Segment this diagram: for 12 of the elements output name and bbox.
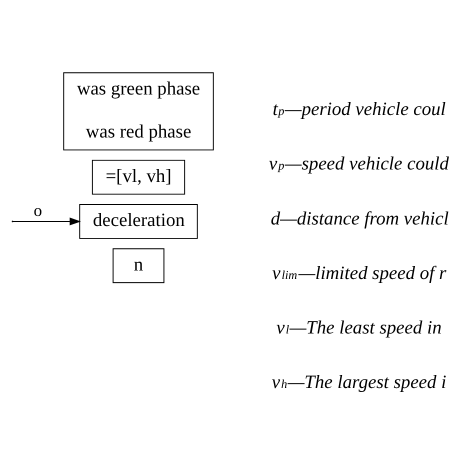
node-box: =[vl, vh] [92,160,186,195]
label: d—distance from vehicl [270,208,449,230]
label: tp—period vehicle coul [272,99,446,120]
label: vlim—limited speed of r [272,262,446,284]
label: vh—The largest speed i [272,372,446,394]
node-box: deceleration [79,204,198,239]
label: vp—speed vehicle could [268,154,449,175]
arrow [12,218,81,226]
label: vl—The least speed in [276,317,442,338]
node-box: was green phase was red phase [63,72,214,150]
node-box: n [112,248,164,284]
edge-label: o [34,201,42,220]
